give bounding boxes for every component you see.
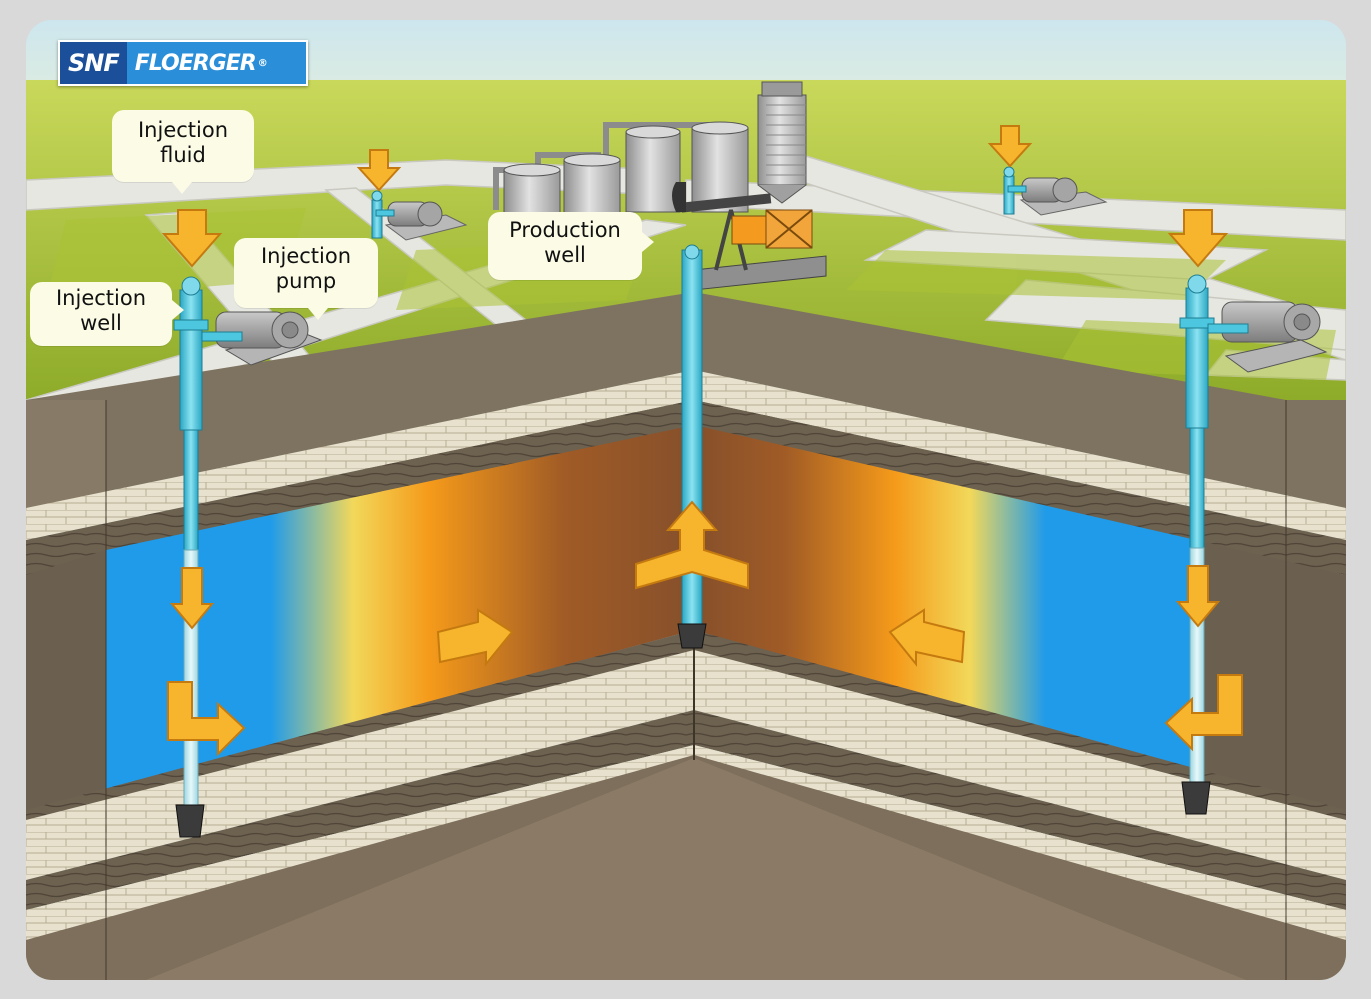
diagram-frame: SNF FLOERGER® Injection fluid Injection … [26, 20, 1346, 980]
injection-well-left [173, 276, 209, 838]
down-arrow-icon [161, 209, 223, 268]
left-arrow-icon [888, 608, 966, 667]
tank-icon [691, 121, 749, 213]
down-arrow-icon [356, 149, 402, 192]
down-arrow-icon [169, 567, 215, 630]
right-arrow-icon [167, 681, 246, 757]
down-arrow-icon [1167, 209, 1229, 268]
pump-icon [201, 311, 323, 366]
injection-pump-callout: Injection pump [234, 238, 378, 320]
distant-injection-unit-right [1003, 166, 1108, 216]
injection-pump-line2: pump [275, 269, 337, 293]
pumpjack-icon [672, 182, 827, 291]
enhanced-oil-recovery-scene [26, 20, 1346, 980]
snf-floerger-logo: SNF FLOERGER® [58, 40, 308, 86]
subsurface-cross-section [26, 292, 1346, 980]
tank-icon [625, 125, 681, 213]
down-arrow-icon [987, 125, 1033, 168]
production-well-line2: well [544, 243, 586, 267]
silo-icon [757, 81, 807, 204]
injection-fluid-line2: fluid [160, 143, 206, 167]
logo-snf: SNF [60, 42, 127, 84]
production-well-callout: Production well [488, 212, 654, 280]
distant-injection-unit-left [371, 190, 468, 241]
up-arrow-icon [635, 500, 749, 590]
injection-well-callout: Injection well [30, 282, 184, 346]
production-well [677, 244, 707, 649]
injection-well-line2: well [80, 311, 122, 335]
injection-pump-line1: Injection [260, 244, 352, 268]
pump-icon [1207, 301, 1328, 373]
right-arrow-icon [436, 608, 514, 667]
left-arrow-icon [1164, 674, 1243, 752]
logo-floerger: FLOERGER® [126, 42, 306, 84]
injection-fluid-callout: Injection fluid [112, 110, 254, 194]
injection-fluid-line1: Injection [137, 118, 229, 142]
down-arrow-icon [1175, 565, 1221, 628]
production-well-line1: Production [509, 218, 621, 242]
injection-well-line1: Injection [55, 286, 147, 310]
